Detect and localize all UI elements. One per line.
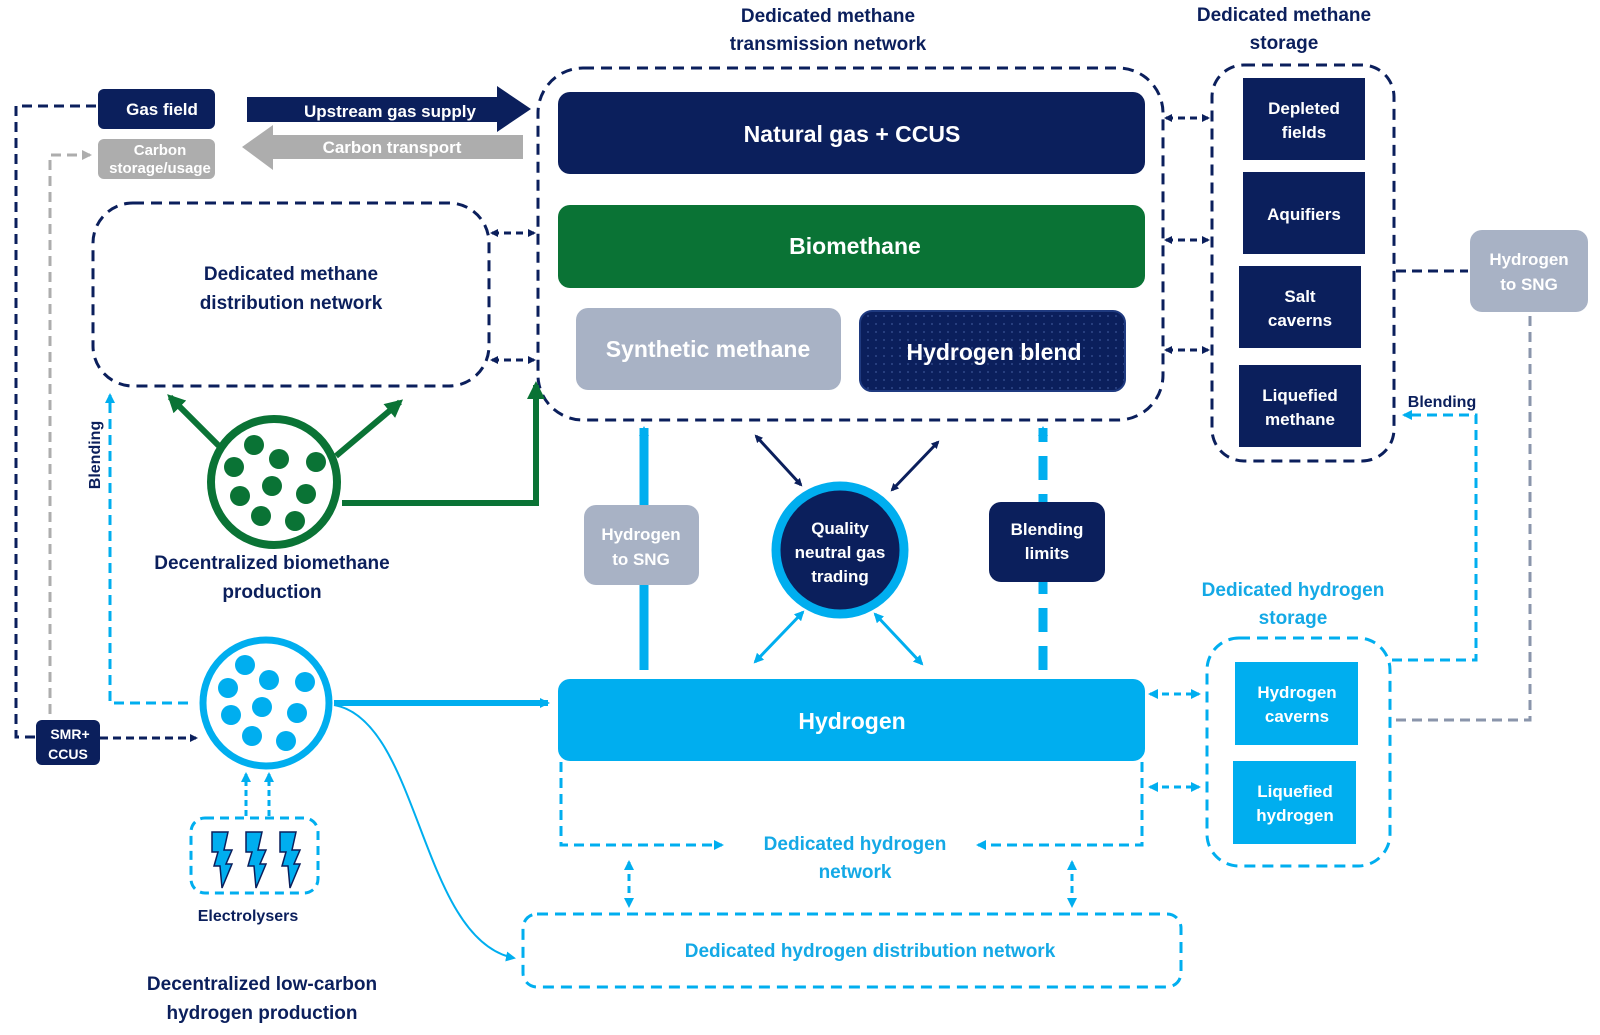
aquifiers-label: Aquifiers: [1267, 205, 1341, 224]
h2-network-title-2: network: [819, 862, 892, 883]
h2-storage-title: Dedicated hydrogen: [1202, 580, 1385, 601]
h2-distribution-container: [521, 912, 1183, 989]
liquefied-methane-label: Liquefied: [1262, 386, 1338, 405]
blending-right-label: Blending: [1408, 394, 1476, 411]
distribution-title-2: distribution network: [200, 293, 383, 314]
hydrogen-label: Hydrogen: [798, 708, 905, 734]
methane-distribution-container: [91, 201, 491, 388]
h2-production-title-2: hydrogen production: [166, 1003, 357, 1024]
biomethane-arrow-right: [334, 399, 404, 459]
hydrogen-production-to-distribution-arrow: [333, 704, 516, 962]
trading-arrow-ne: [890, 440, 940, 492]
h2-distribution-title: Dedicated hydrogen distribution network: [685, 941, 1056, 962]
trading-arrow-sw: [753, 610, 805, 664]
transmission-title: Dedicated methane: [741, 6, 915, 27]
hydrogen-blend-label: Hydrogen blend: [906, 339, 1081, 365]
lightning-icon: [211, 831, 302, 889]
blending-right-line: [1392, 410, 1478, 662]
blending-limits-label: Blending: [1011, 520, 1084, 539]
liquefied-hydrogen-label: Liquefied: [1257, 782, 1333, 801]
hydrogen-blend-block: [859, 310, 1126, 392]
carbon-transport-arrow: [242, 125, 523, 170]
trading-arrow-nw: [754, 434, 803, 487]
depleted-fields-label: Depleted: [1268, 99, 1340, 118]
gas-field-label: Gas field: [126, 100, 198, 119]
blending-limits-label-2: limits: [1025, 544, 1069, 563]
smr-ccus-label: SMR+: [50, 726, 89, 742]
hydrogen-to-sng-right-label-2: to SNG: [1500, 275, 1558, 294]
h2-storage-container: [1205, 636, 1392, 868]
h2-network-title: Dedicated hydrogen: [764, 834, 947, 855]
natural-gas-ccus-label: Natural gas + CCUS: [744, 121, 961, 147]
trading-label: Quality: [811, 519, 869, 538]
depleted-fields-box: [1243, 78, 1365, 160]
storage-title-2: storage: [1250, 33, 1319, 54]
synthetic-methane-label: Synthetic methane: [606, 336, 811, 362]
hydrogen-to-sng-center-label-2: to SNG: [612, 550, 670, 569]
transmission-network-container: [536, 66, 1165, 422]
trading-arrow-se: [873, 612, 924, 666]
biomethane-label: Biomethane: [789, 233, 921, 259]
blending-left-label: Blending: [87, 421, 104, 489]
hydrogen-caverns-label-2: caverns: [1265, 707, 1329, 726]
biomethane-dots: [224, 435, 326, 531]
hydrogen-block: [558, 679, 1145, 761]
salt-caverns-box: [1239, 266, 1361, 348]
salt-caverns-label: Salt: [1284, 287, 1316, 306]
upstream-supply-label: Upstream gas supply: [304, 102, 476, 121]
carbon-storage-label: Carbon: [134, 142, 187, 159]
hydrogen-dots: [218, 655, 315, 751]
carbon-storage-box: [98, 139, 215, 179]
biomethane-production-title: Decentralized biomethane: [154, 553, 389, 574]
salt-caverns-label-2: caverns: [1268, 311, 1332, 330]
gas-field-to-smr-line: [14, 104, 96, 739]
hydrogen-caverns-label: Hydrogen: [1257, 683, 1336, 702]
smr-ccus-box: [36, 720, 100, 765]
liquefied-methane-label-2: methane: [1265, 410, 1335, 429]
carbon-storage-label-2: storage/usage: [109, 160, 211, 177]
aquifiers-box: [1243, 172, 1365, 254]
electrolysers-label: Electrolysers: [198, 908, 299, 925]
liquefied-hydrogen-box: [1233, 761, 1356, 844]
smr-ccus-label-2: CCUS: [48, 746, 88, 762]
transmission-title-2: transmission network: [730, 34, 927, 55]
depleted-fields-label-2: fields: [1282, 123, 1326, 142]
storage-title: Dedicated methane: [1197, 5, 1371, 26]
biomethane-production-title-2: production: [222, 582, 321, 603]
h2-production-title: Decentralized low-carbon: [147, 974, 377, 995]
distribution-title: Dedicated methane: [204, 264, 378, 285]
carbon-transport-label: Carbon transport: [323, 138, 462, 157]
hydrogen-to-sng-center-box: [584, 505, 699, 585]
blending-limits-box: [989, 502, 1105, 582]
blending-left-line: [105, 393, 188, 705]
biomethane-to-transmission-arrow: [342, 381, 545, 506]
biomethane-block: [558, 205, 1145, 288]
h2-storage-title-2: storage: [1259, 608, 1328, 629]
synthetic-methane-block: [576, 308, 841, 390]
hydrogen-to-sng-right-box: [1470, 230, 1588, 312]
liquefied-methane-box: [1239, 365, 1361, 447]
hydrogen-caverns-box: [1235, 662, 1358, 745]
trading-label-2: neutral gas: [795, 543, 886, 562]
liquefied-hydrogen-label-2: hydrogen: [1256, 806, 1333, 825]
h2-network-left-line: [559, 762, 724, 850]
trading-label-3: trading: [811, 567, 869, 586]
h2-storage-to-sng-line: [1392, 316, 1532, 722]
hydrogen-to-sng-center-label: Hydrogen: [601, 525, 680, 544]
upstream-supply-arrow: [247, 86, 531, 132]
smr-to-carbon-storage-line: [48, 150, 92, 714]
hydrogen-to-sng-right-label: Hydrogen: [1489, 250, 1568, 269]
gas-field-box: [98, 89, 215, 129]
natural-gas-ccus-block: [558, 92, 1145, 174]
quality-trading-circle: [771, 481, 909, 619]
electrolysers-container: [189, 816, 320, 895]
h2-network-right-line: [976, 762, 1144, 850]
biomethane-arrow-left: [167, 394, 225, 452]
methane-storage-container: [1210, 63, 1396, 463]
